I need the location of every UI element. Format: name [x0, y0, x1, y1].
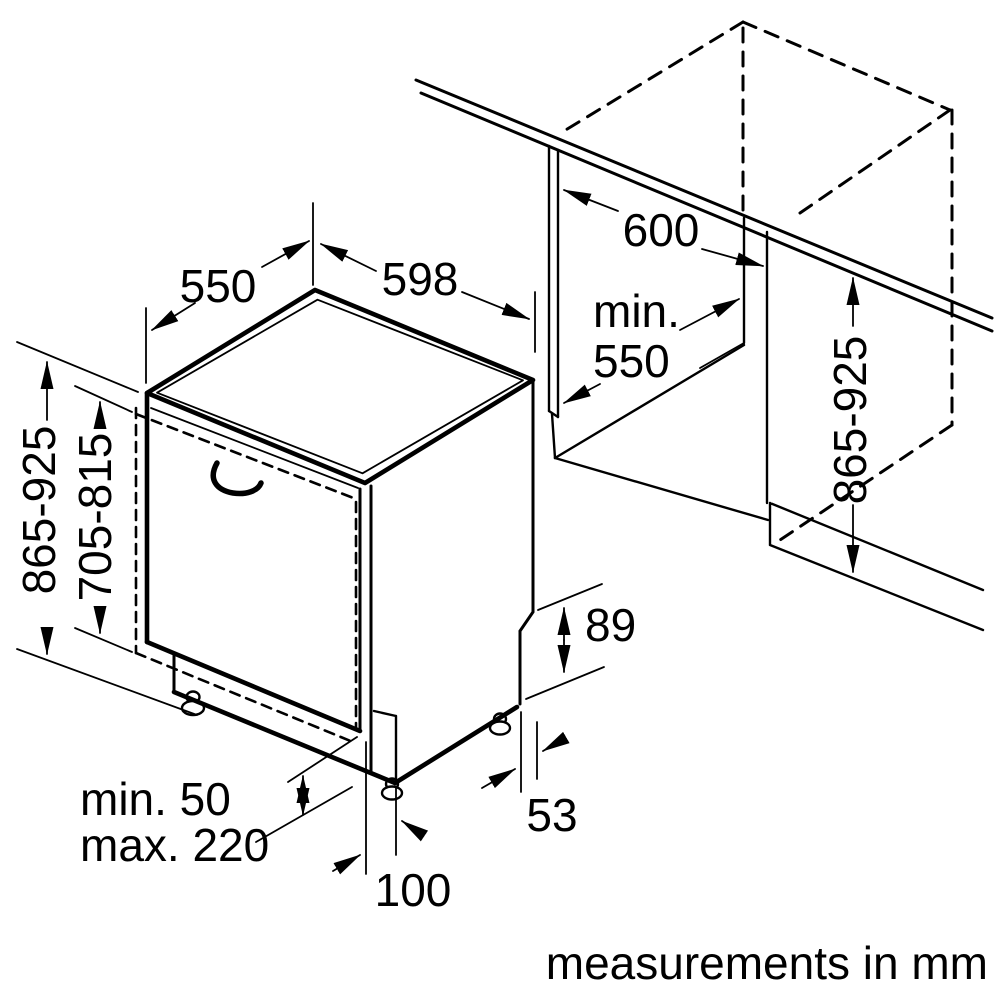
niche-volume-dashed	[562, 20, 954, 544]
dim-arrow	[151, 302, 196, 331]
dim-arrow	[679, 298, 740, 331]
dim-arrow	[542, 731, 570, 752]
ext-line	[537, 583, 603, 611]
dim-arrow	[461, 291, 530, 320]
dim-height-right-label: 865-925	[824, 336, 876, 505]
ext-line	[74, 385, 133, 413]
dim-plinth-min-label: min. 50	[80, 773, 231, 825]
dim-rear-clearance-label: 53	[526, 789, 577, 841]
dim-arrow	[563, 189, 619, 212]
dim-plinth-recess-label: 100	[375, 864, 452, 916]
niche-right-side-panel	[699, 216, 769, 505]
worktop	[414, 78, 994, 333]
dim-arrow	[320, 243, 377, 272]
niche-floor-back-edge	[553, 343, 746, 460]
dim-arrow	[401, 820, 429, 842]
ext-line	[16, 648, 198, 716]
dim-top-depth-label: 550	[180, 260, 257, 312]
dim-front-panel-height-label: 705-815	[69, 433, 121, 602]
dim-arrow	[261, 240, 310, 268]
dim-height-left-label: 865-925	[13, 426, 65, 595]
niche-drawing	[414, 20, 994, 632]
dim-top-width-label: 598	[382, 253, 459, 305]
niche-floor-front-edge	[553, 456, 770, 522]
niche-plinth	[768, 501, 985, 632]
dim-arrow	[701, 248, 764, 267]
dim-rear-base-height-label: 89	[585, 599, 636, 651]
dim-niche-width-label: 600	[623, 204, 700, 256]
dim-plinth-max-label: max. 220	[80, 819, 269, 871]
dim-arrow	[332, 854, 361, 875]
ext-line	[16, 341, 139, 393]
dimension-annotations: 550 598 865-925 705-815 600 min. 550 865…	[13, 189, 876, 916]
units-note: measurements in mm	[546, 937, 988, 989]
dim-arrow	[563, 383, 601, 404]
base-bottom-right-edge	[392, 704, 520, 786]
ext-line	[255, 786, 353, 843]
rear-right-edge-and-base-notch	[518, 378, 535, 706]
niche-left-side-panel	[547, 144, 560, 460]
base-bottom-front-edge	[171, 689, 398, 786]
furniture-panel-dashed-outline	[134, 406, 358, 744]
dim-arrow	[481, 768, 516, 789]
ext-line	[287, 736, 358, 783]
adjustable-feet	[180, 690, 512, 801]
door-top-edge	[150, 407, 359, 489]
ext-line	[74, 627, 133, 653]
dim-niche-depth-value: 550	[593, 335, 670, 387]
ext-line	[525, 666, 605, 700]
dim-niche-depth-prefix: min.	[593, 285, 680, 337]
base-front-corner	[372, 709, 398, 783]
door-bottom-edge	[144, 639, 363, 734]
top-face	[144, 287, 536, 486]
top-face-inner-edge	[156, 298, 524, 475]
door-handle	[210, 460, 264, 497]
dishwasher-drawing	[134, 287, 536, 801]
